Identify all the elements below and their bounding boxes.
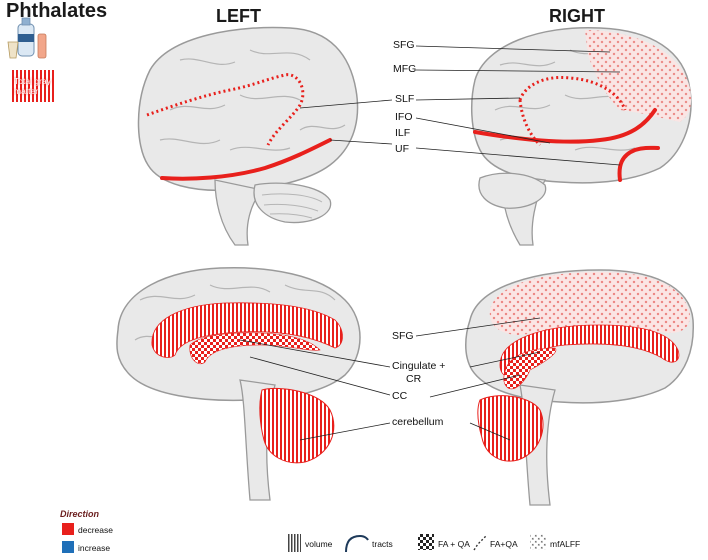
right-cc-region (503, 347, 557, 390)
legend-fa-qa-label: FA + QA (438, 539, 470, 549)
label-sfg: SFG (393, 39, 415, 51)
label-ilf: ILF (395, 127, 411, 139)
right-medial-sfg-region (489, 272, 690, 335)
label-cr: CR (406, 373, 422, 385)
legend-fa-qa-dashed-label: FA+QA (490, 539, 518, 549)
legend-direction-title: Direction (60, 509, 100, 519)
figure-title: Phthalates (6, 0, 108, 22)
gray-matter-badge-swatch (12, 70, 54, 102)
cc-pointer-left (249, 356, 391, 396)
left-cingulate-region (151, 302, 343, 358)
right-sfg-mfg-region (585, 30, 692, 122)
label-cingulate: Cingulate + (392, 360, 446, 372)
uf-pointer (415, 147, 621, 166)
left-ilf-tract (160, 138, 332, 181)
cingulate-pointer-right (469, 351, 541, 368)
volume-legend-icon (287, 534, 301, 552)
fa-qa-dashed-legend-icon (473, 535, 487, 551)
ifo-pointer (415, 117, 551, 144)
brain-left-medial (116, 266, 361, 501)
right-slf-tract (518, 75, 627, 147)
gray-matter-badge-label: Total gray matter (14, 76, 51, 96)
sfg-medial-pointer (415, 317, 541, 337)
label-sfg-medial: SFG (392, 330, 414, 342)
cerebellum-pointer-right (469, 422, 511, 441)
cosmetic-tube-icon (37, 33, 47, 59)
cup-icon (7, 41, 19, 59)
label-cc: CC (392, 390, 408, 402)
tracts-legend-icon (345, 534, 369, 553)
slf-pointer-left (299, 99, 393, 109)
brain-left-lateral (137, 26, 359, 246)
legend-tracts-label: tracts (372, 539, 393, 549)
label-uf: UF (395, 143, 409, 155)
cerebellum-pointer-left (299, 422, 391, 441)
label-mfg: MFG (393, 63, 417, 75)
sfg-pointer (415, 45, 611, 53)
cingulate-pointer-left (239, 339, 391, 368)
increase-swatch (62, 541, 74, 553)
legend-mfalff-label: mfALFF (550, 539, 581, 549)
legend-decrease-label: decrease (78, 525, 113, 535)
legend-increase-label: increase (78, 543, 111, 553)
decrease-swatch (62, 523, 74, 535)
label-ifo: IFO (395, 111, 413, 123)
right-uf-tract (617, 145, 660, 182)
right-hemisphere-label: RIGHT (549, 6, 605, 26)
fa-qa-legend-icon (418, 534, 434, 550)
ilf-pointer-left (329, 139, 393, 145)
brain-right-medial (465, 269, 694, 506)
left-cc-region (189, 332, 321, 365)
mfg-pointer (415, 69, 621, 73)
slf-pointer-right (415, 97, 521, 101)
left-hemisphere-label: LEFT (216, 6, 261, 26)
legend-volume-label: volume (305, 539, 333, 549)
label-slf: SLF (395, 93, 415, 105)
label-cerebellum: cerebellum (392, 416, 444, 428)
cc-pointer-right (429, 374, 521, 398)
bottle-icon (17, 17, 35, 57)
right-ifo-tract (473, 108, 657, 144)
mfalff-legend-icon (530, 534, 546, 550)
